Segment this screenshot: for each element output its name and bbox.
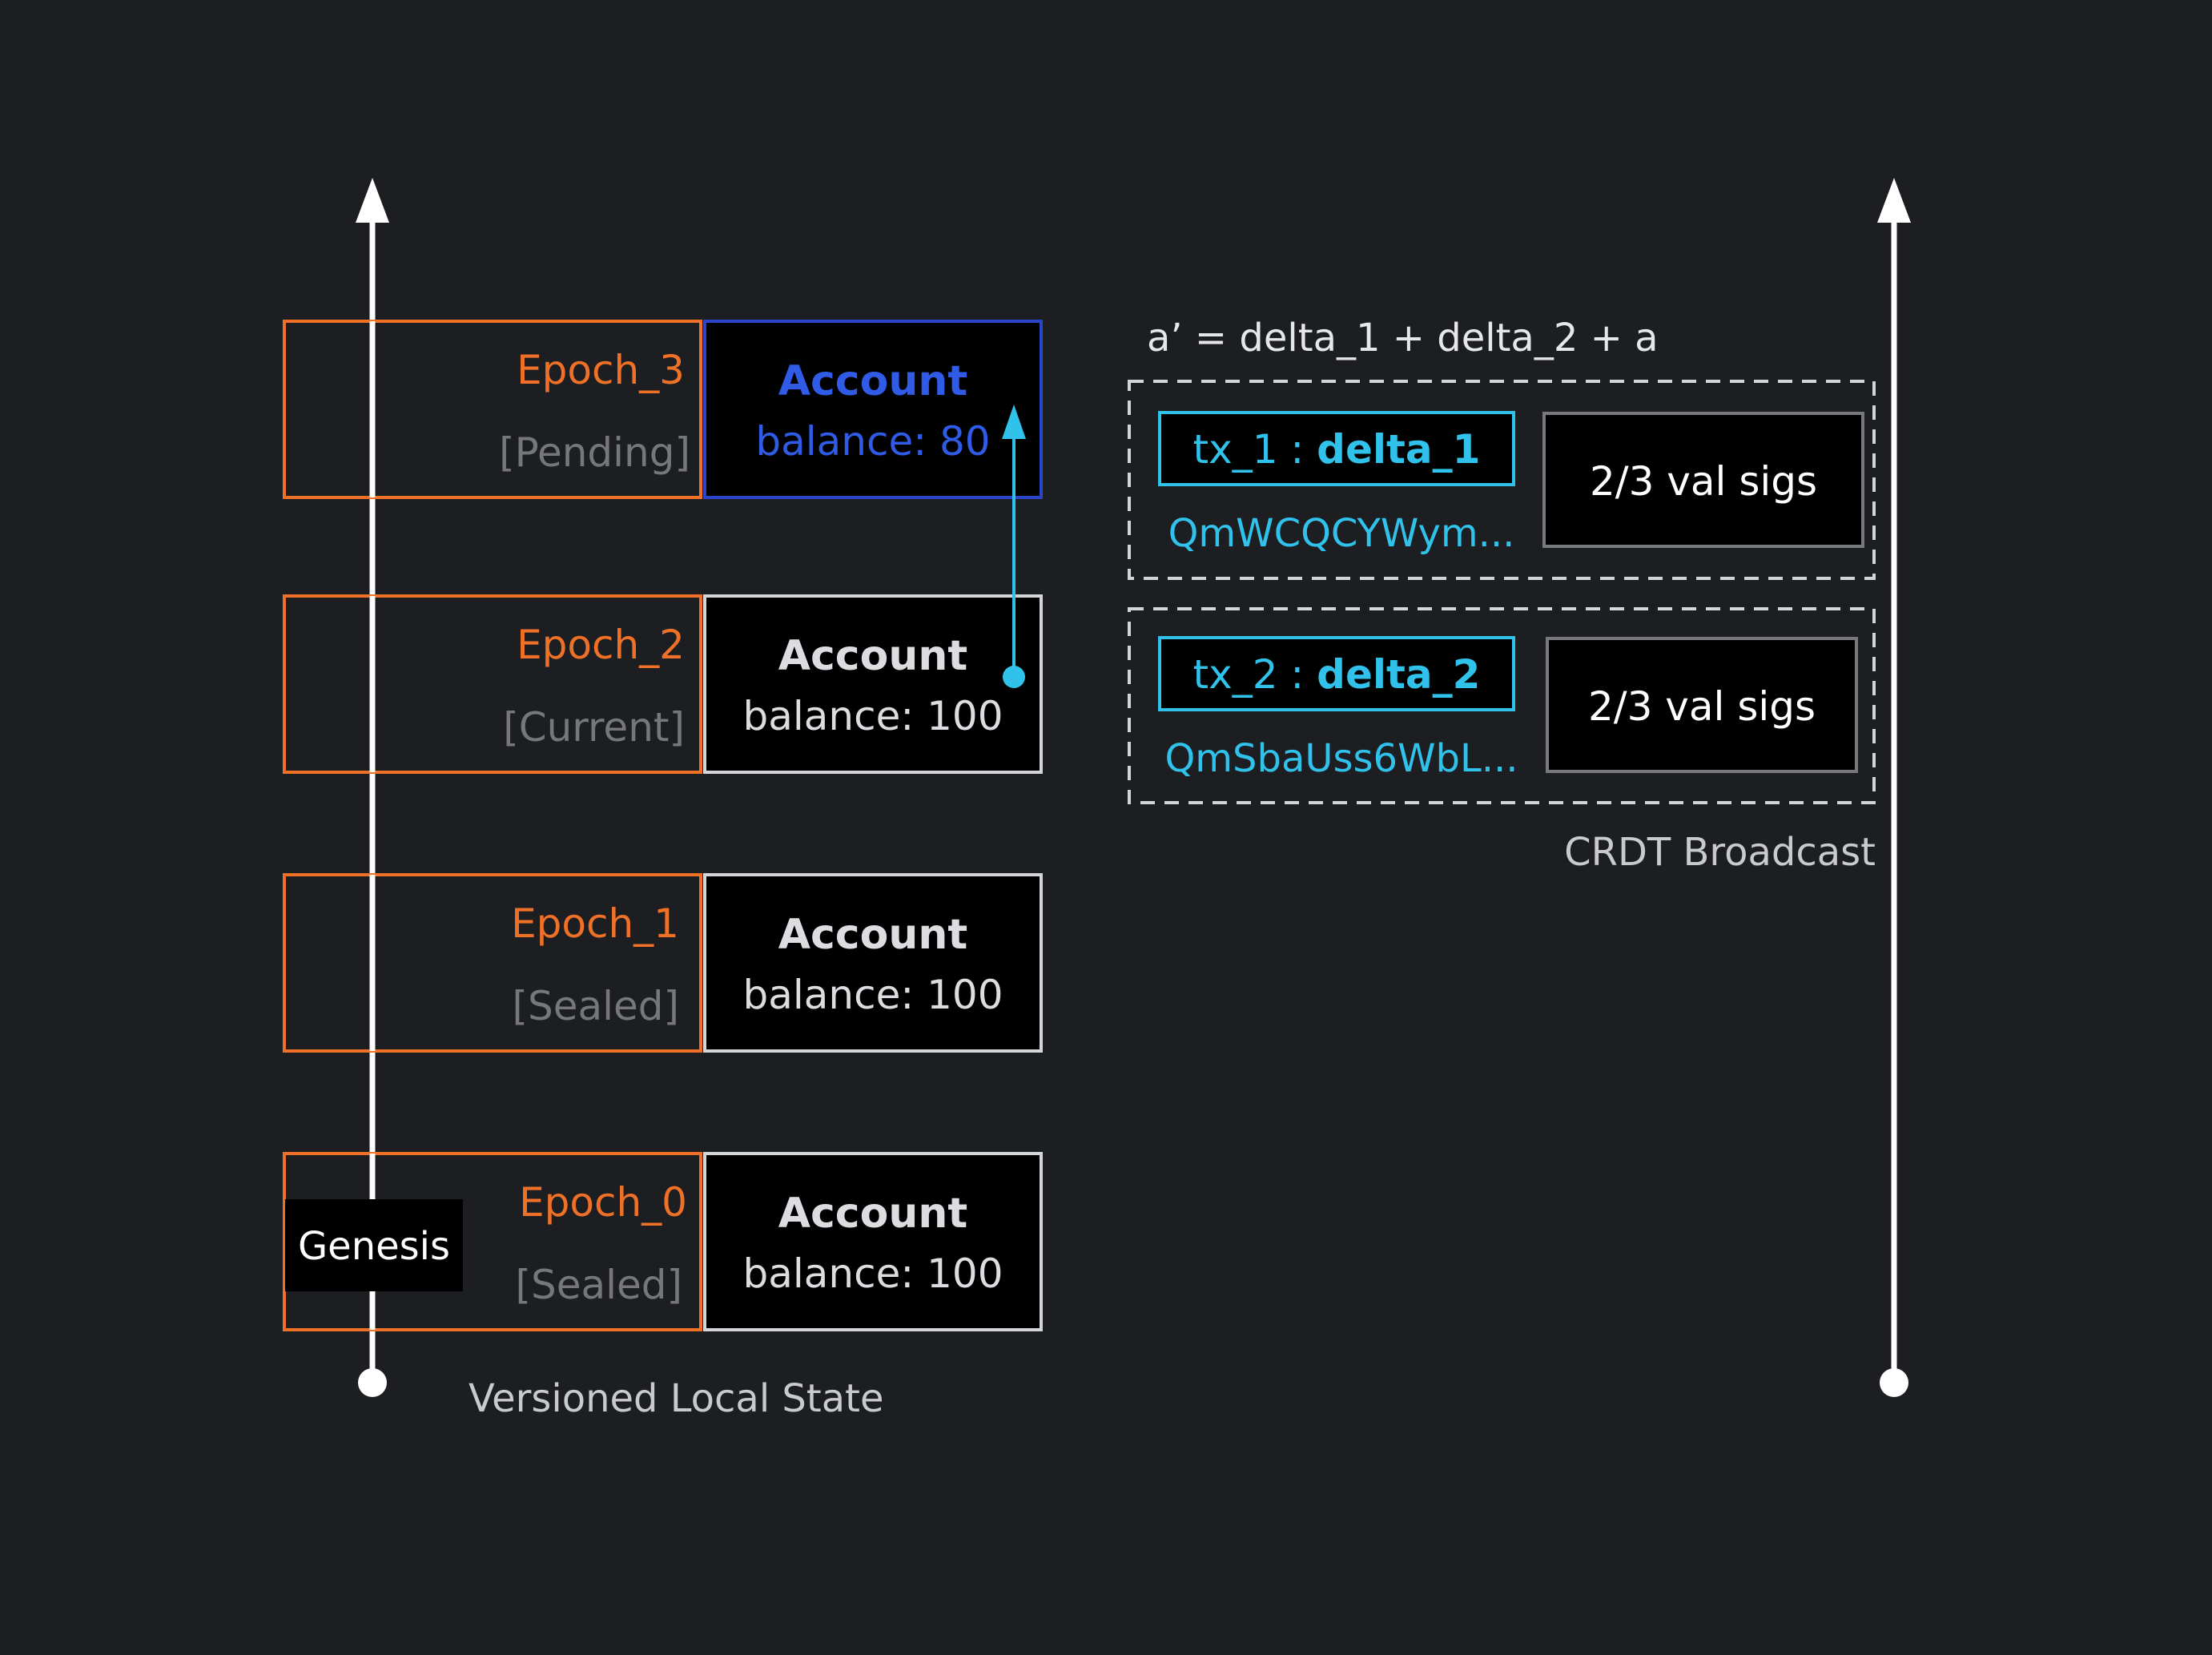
local-axis-arrowhead-icon bbox=[356, 178, 389, 223]
local-state-caption: Versioned Local State bbox=[469, 1376, 883, 1421]
tx-group-1: tx_1 : delta_1 QmWCQCYWym... 2/3 val sig… bbox=[1128, 380, 1876, 580]
epoch-status: [Sealed] bbox=[512, 983, 679, 1029]
tx-group-2: tx_2 : delta_2 QmSbaUss6WbL... 2/3 val s… bbox=[1128, 607, 1876, 804]
broadcast-axis bbox=[1877, 178, 1911, 1397]
account-label: Account bbox=[778, 357, 968, 405]
broadcast-caption: CRDT Broadcast bbox=[1564, 830, 1876, 875]
epoch-row-3: Epoch_3 [Pending] Account balance: 80 bbox=[283, 320, 1043, 499]
epoch-box bbox=[283, 873, 702, 1053]
sigs-box bbox=[1546, 637, 1858, 773]
update-arrowhead-icon bbox=[1002, 405, 1026, 439]
tx-delta-text: tx_2 : delta_2 bbox=[1193, 651, 1481, 698]
epoch-box bbox=[283, 320, 702, 499]
tx-hash: QmWCQCYWym... bbox=[1168, 511, 1515, 556]
genesis-badge bbox=[285, 1199, 463, 1291]
epoch-status: [Current] bbox=[503, 704, 685, 751]
account-box bbox=[703, 873, 1043, 1053]
local-axis-origin-dot bbox=[358, 1368, 387, 1397]
epoch-row-1: Epoch_1 [Sealed] Account balance: 100 bbox=[283, 873, 1043, 1053]
account-label: Account bbox=[778, 911, 968, 959]
tx-delta-box bbox=[1158, 411, 1515, 486]
account-label: Account bbox=[778, 632, 968, 680]
state-update-arrow bbox=[1002, 405, 1026, 688]
tx-group-frame bbox=[1128, 607, 1876, 804]
tx-id: tx_1 : bbox=[1193, 426, 1317, 473]
account-balance: balance: 80 bbox=[755, 418, 990, 465]
sigs-label: 2/3 val sigs bbox=[1590, 458, 1817, 505]
genesis-label: Genesis bbox=[298, 1224, 450, 1269]
account-balance: balance: 100 bbox=[742, 1250, 1003, 1297]
epoch-row-0: Genesis Epoch_0 [Sealed] Account balance… bbox=[283, 1152, 1043, 1331]
broadcast-axis-arrowhead-icon bbox=[1877, 178, 1911, 223]
epoch-box bbox=[283, 1152, 702, 1331]
account-box bbox=[703, 594, 1043, 774]
account-balance: balance: 100 bbox=[742, 693, 1003, 739]
epoch-status: [Pending] bbox=[499, 429, 690, 476]
account-box bbox=[703, 1152, 1043, 1331]
tx-hash: QmSbaUss6WbL... bbox=[1164, 736, 1518, 781]
merge-formula: a’ = delta_1 + delta_2 + a bbox=[1147, 316, 1659, 360]
sigs-box bbox=[1542, 412, 1864, 548]
tx-id: tx_2 : bbox=[1193, 651, 1317, 698]
epoch-status: [Sealed] bbox=[515, 1262, 682, 1308]
sigs-label: 2/3 val sigs bbox=[1588, 683, 1816, 730]
epoch-box bbox=[283, 594, 702, 774]
broadcast-axis-origin-dot bbox=[1880, 1368, 1908, 1397]
tx-group-frame bbox=[1128, 380, 1876, 580]
epoch-name: Epoch_2 bbox=[517, 622, 685, 668]
epoch-name: Epoch_3 bbox=[517, 347, 685, 393]
tx-delta: delta_2 bbox=[1317, 651, 1480, 698]
epoch-name: Epoch_0 bbox=[519, 1179, 687, 1226]
account-box bbox=[703, 320, 1043, 499]
update-origin-dot bbox=[1003, 666, 1025, 688]
account-label: Account bbox=[778, 1190, 968, 1238]
tx-delta-box bbox=[1158, 636, 1515, 711]
epoch-row-2: Epoch_2 [Current] Account balance: 100 bbox=[283, 594, 1043, 774]
tx-delta: delta_1 bbox=[1317, 426, 1480, 473]
epoch-name: Epoch_1 bbox=[511, 900, 679, 947]
tx-delta-text: tx_1 : delta_1 bbox=[1193, 426, 1481, 473]
account-balance: balance: 100 bbox=[742, 972, 1003, 1018]
